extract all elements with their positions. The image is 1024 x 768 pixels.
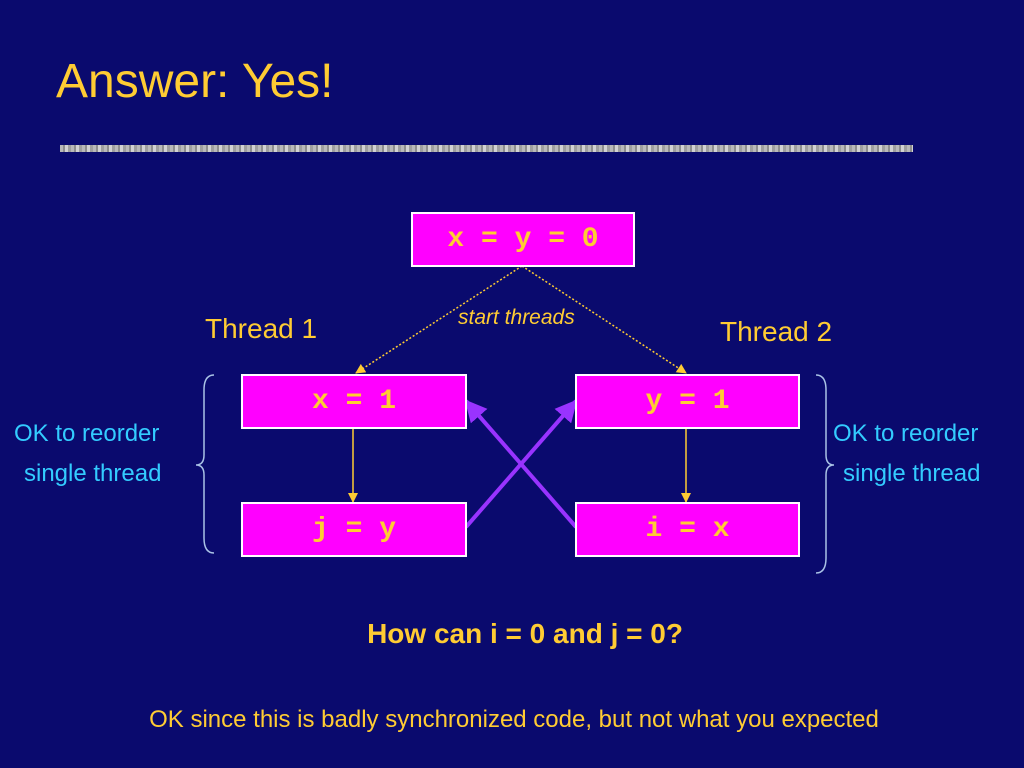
thread2-label: Thread 2 [720, 316, 833, 347]
right-note-line2: single thread [843, 460, 981, 487]
thread1-stmt2-box: j = y [241, 502, 467, 557]
right-brace [815, 374, 835, 574]
footer-text: OK since this is badly synchronized code… [149, 706, 879, 733]
right-reorder-note: OK to reorder single thread [833, 414, 980, 494]
cross-arrow-to-x [464, 399, 578, 529]
title-divider [60, 145, 913, 152]
question-text: How can i = 0 and j = 0? [367, 618, 683, 649]
thread2-stmt2-box: i = x [575, 502, 800, 557]
left-reorder-note: OK to reorder single thread [14, 414, 161, 494]
left-note-line2: single thread [24, 460, 162, 487]
left-brace [195, 374, 215, 554]
slide-title: Answer: Yes! [56, 55, 334, 108]
start-threads-label: start threads [458, 306, 575, 329]
thread1-stmt1-box: x = 1 [241, 374, 467, 429]
right-note-line1: OK to reorder [833, 420, 979, 447]
start-arrow-thread2 [521, 265, 687, 374]
left-note-line1: OK to reorder [14, 420, 160, 447]
thread2-stmt1-box: y = 1 [575, 374, 800, 429]
start-arrow-thread1 [355, 265, 523, 374]
thread1-label: Thread 1 [205, 313, 318, 344]
init-box: x = y = 0 [411, 212, 635, 267]
